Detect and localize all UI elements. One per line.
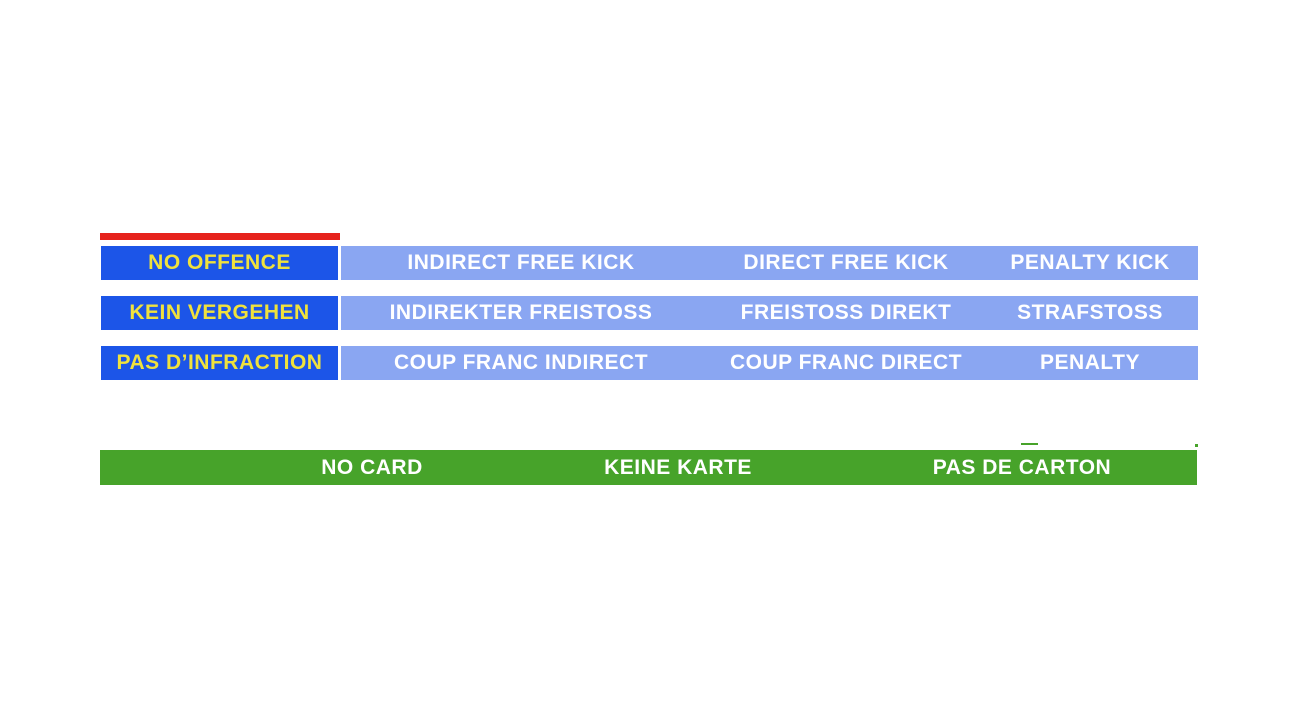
sanction-row-english: NO OFFENCE INDIRECT FREE KICK DIRECT FRE… — [0, 246, 1290, 280]
strafstoss-label: STRAFSTOSS — [1017, 301, 1163, 324]
no-offence-cell-french: PAS D’INFRACTION — [101, 346, 338, 380]
sanction-row-german: KEIN VERGEHEN INDIREKTER FREISTOSS FREIS… — [0, 296, 1290, 330]
penalty-label: PENALTY — [1040, 351, 1140, 374]
sanctions-bar-french: COUP FRANC INDIRECT COUP FRANC DIRECT PE… — [341, 346, 1198, 380]
no-offence-cell-german: KEIN VERGEHEN — [101, 296, 338, 330]
direct-free-kick-label: DIRECT FREE KICK — [743, 251, 949, 274]
keine-karte-label: KEINE KARTE — [604, 455, 752, 479]
coup-franc-direct-label: COUP FRANC DIRECT — [729, 351, 963, 374]
partial-green-line — [1021, 443, 1038, 445]
no-offence-cell-english: NO OFFENCE — [101, 246, 338, 280]
partial-green-dot — [1195, 444, 1198, 447]
no-offence-label-english: NO OFFENCE — [148, 251, 291, 274]
penalty-kick-label: PENALTY KICK — [1010, 251, 1170, 274]
indirect-free-kick-label: INDIRECT FREE KICK — [407, 251, 635, 274]
red-accent-bar — [100, 233, 340, 240]
sanctions-bar-german: INDIREKTER FREISTOSS FREISTOSS DIREKT ST… — [341, 296, 1198, 330]
indirekter-freistoss-label: INDIREKTER FREISTOSS — [389, 301, 653, 324]
pas-de-carton-label: PAS DE CARTON — [932, 455, 1112, 479]
freistoss-direkt-label: FREISTOSS DIREKT — [740, 301, 952, 324]
no-offence-label-german: KEIN VERGEHEN — [129, 301, 310, 324]
sanctions-bar-english: INDIRECT FREE KICK DIRECT FREE KICK PENA… — [341, 246, 1198, 280]
coup-franc-indirect-label: COUP FRANC INDIRECT — [393, 351, 649, 374]
no-offence-label-french: PAS D’INFRACTION — [116, 351, 323, 374]
no-card-label: NO CARD — [321, 455, 423, 479]
sanction-row-french: PAS D’INFRACTION COUP FRANC INDIRECT COU… — [0, 346, 1290, 380]
no-card-bar: NO CARD KEINE KARTE PAS DE CARTON — [100, 450, 1197, 485]
